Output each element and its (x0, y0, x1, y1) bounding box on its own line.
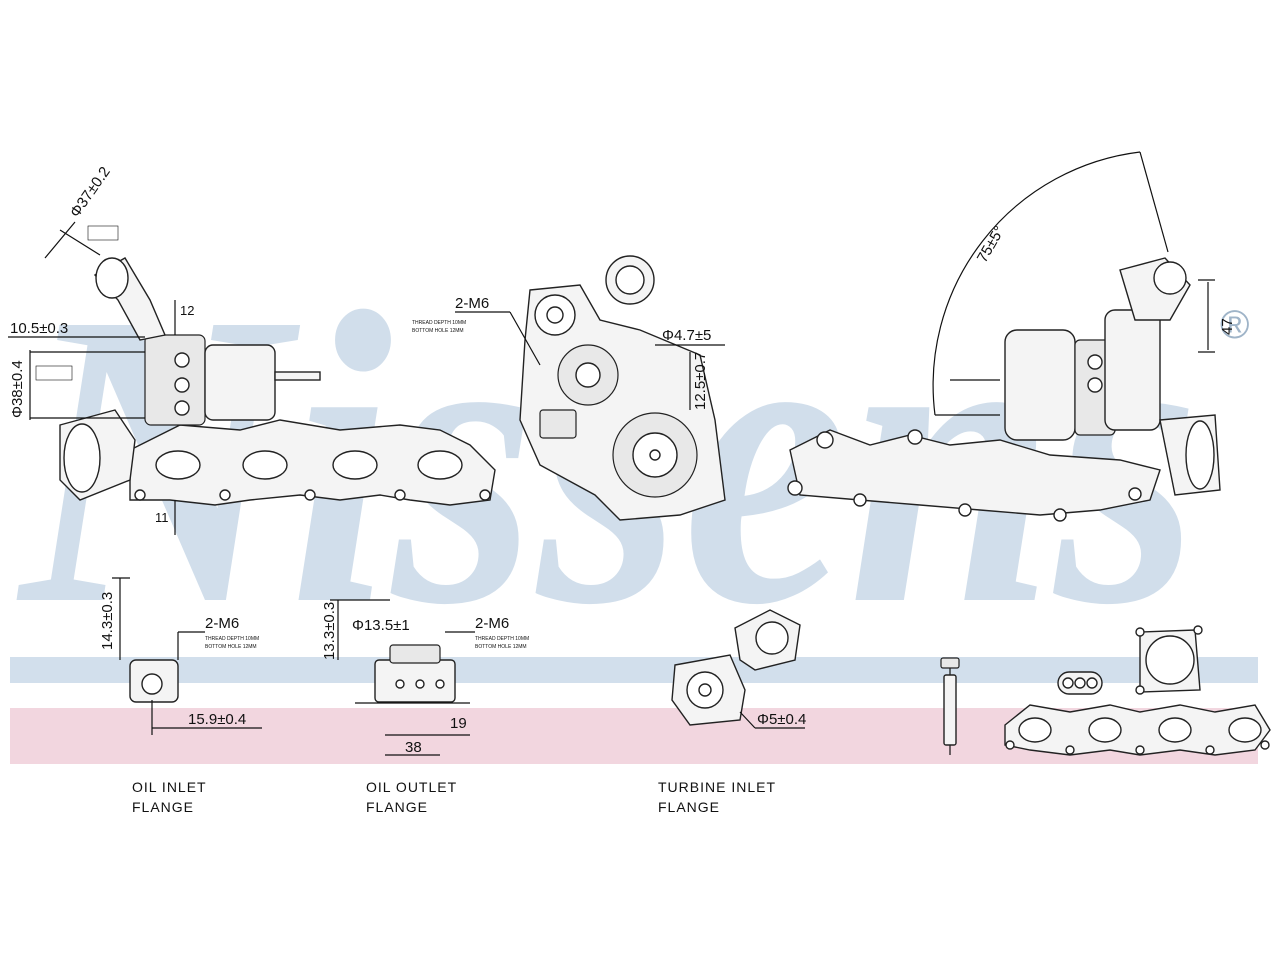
turbine-inlet-caption-1: TURBINE INLET (658, 779, 776, 795)
oil-outlet-note-2: BOTTOM HOLE 12MM (475, 644, 527, 650)
oil-outlet-dia: Φ13.5±1 (352, 617, 410, 634)
dim-label-top: 12 (180, 303, 194, 318)
turbo-view-left: Φ37±0.2 10.5±0.3 Φ38±0.4 12 11 (8, 164, 496, 535)
turbine-inlet-dia: Φ5±0.4 (757, 711, 806, 728)
turbo-view-right: 75±5° 47 (787, 151, 1236, 522)
oil-inlet-width: 15.9±0.4 (188, 711, 246, 728)
oil-outlet-note-1: THREAD DEPTH 10MM (475, 636, 529, 642)
turbo-view-front: 2-M6 THREAD DEPTH 10MM BOTTOM HOLE 12MM … (412, 255, 726, 521)
oil-inlet-caption-2: FLANGE (132, 799, 194, 815)
oil-outlet-width-a: 19 (450, 715, 467, 732)
gasket-set (940, 625, 1271, 756)
dim-height-right: 12.5±0.7 (692, 352, 709, 410)
oil-outlet-height: 13.3±0.3 (321, 602, 338, 660)
blue-band (10, 657, 1258, 683)
turbine-inlet-flange: Φ5±0.4 TURBINE INLET FLANGE (658, 609, 806, 815)
dim-dia-right: Φ4.7±5 (662, 327, 711, 344)
bolt-note-front: THREAD DEPTH 10MM (412, 320, 466, 326)
oil-inlet-note-1: THREAD DEPTH 10MM (205, 636, 259, 642)
oil-inlet-flange: 14.3±0.3 2-M6 THREAD DEPTH 10MM BOTTOM H… (99, 577, 262, 815)
oil-inlet-bolts: 2-M6 (205, 615, 239, 632)
oil-inlet-caption-1: OIL INLET (132, 779, 207, 795)
dim-width-left: 10.5±0.3 (10, 320, 68, 337)
bolt-note-front-2: BOTTOM HOLE 12MM (412, 328, 464, 334)
dim-height-right-view3: 47 (1219, 318, 1236, 335)
dim-dia-side: Φ38±0.4 (9, 360, 26, 418)
oil-outlet-width-b: 38 (405, 739, 422, 756)
turbine-inlet-caption-2: FLANGE (658, 799, 720, 815)
registered-mark: ® (1220, 303, 1249, 347)
oil-inlet-note-2: BOTTOM HOLE 12MM (205, 644, 257, 650)
dim-dia-top: Φ37±0.2 (67, 164, 114, 221)
dim-bolts-front: 2-M6 (455, 295, 489, 312)
oil-outlet-flange: 13.3±0.3 Φ13.5±1 2-M6 THREAD DEPTH 10MM … (321, 599, 529, 815)
dim-label-bottom: 11 (155, 510, 169, 525)
oil-inlet-height: 14.3±0.3 (99, 592, 116, 650)
oil-outlet-caption-2: FLANGE (366, 799, 428, 815)
oil-outlet-caption-1: OIL OUTLET (366, 779, 457, 795)
oil-outlet-bolts: 2-M6 (475, 615, 509, 632)
